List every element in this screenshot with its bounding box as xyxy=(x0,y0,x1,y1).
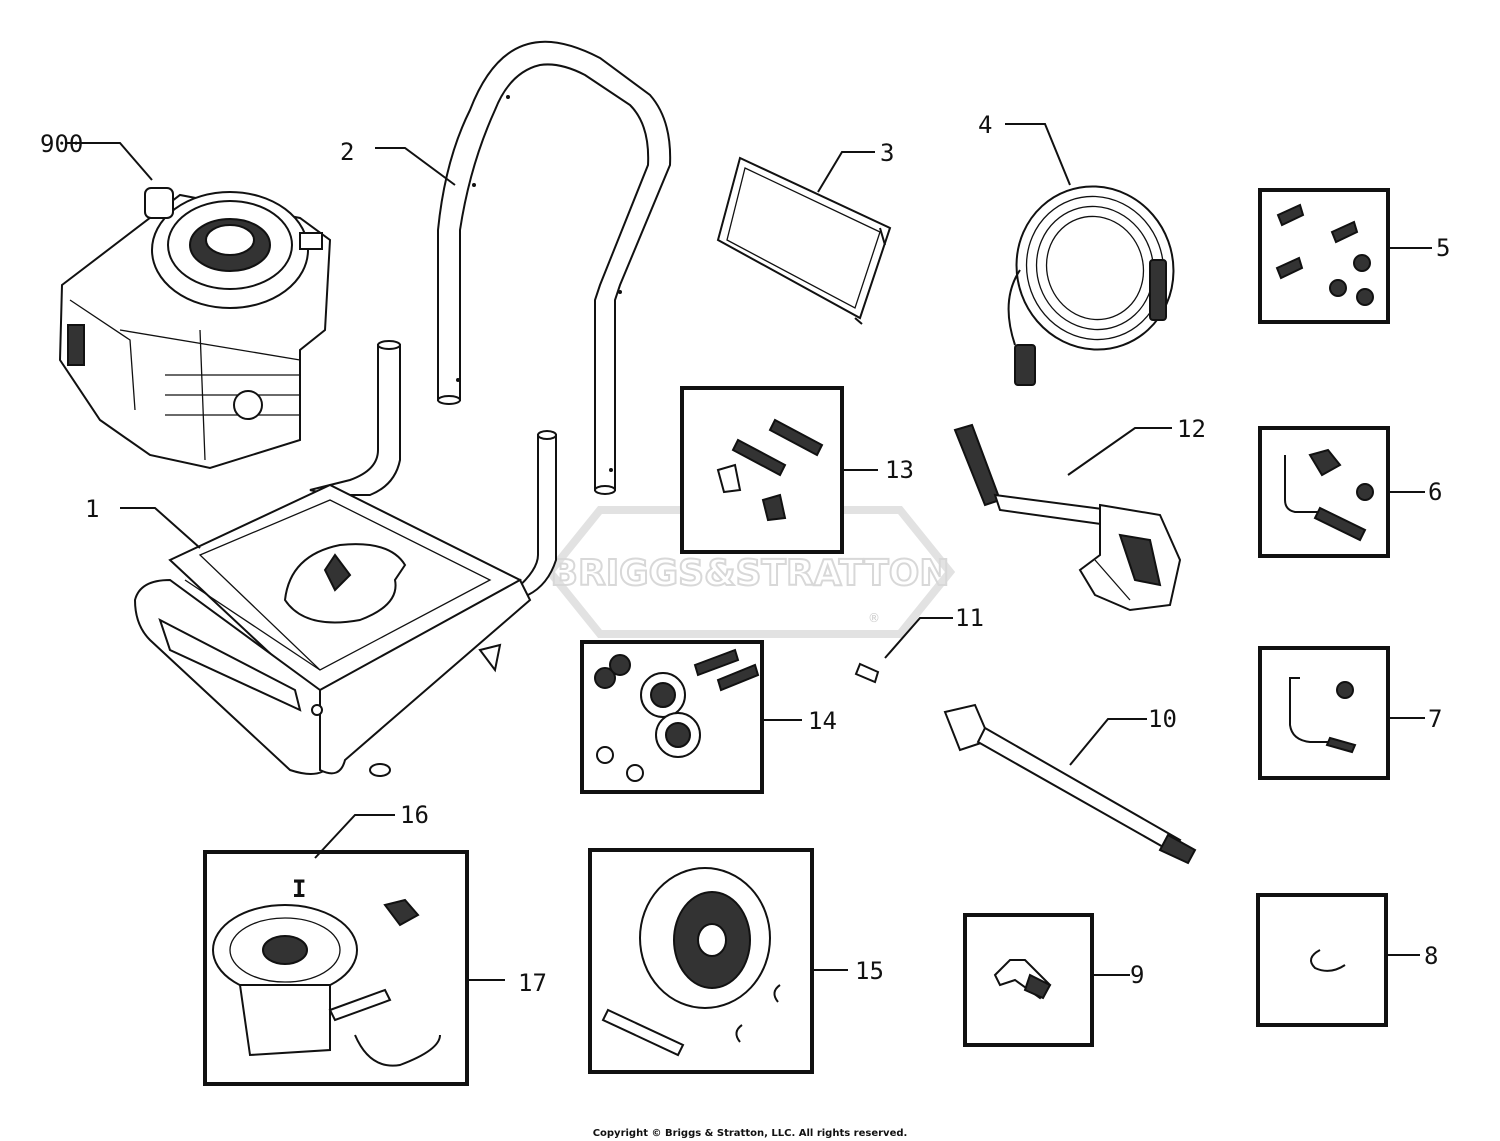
label-7: 7 xyxy=(1428,705,1442,733)
label-8: 8 xyxy=(1424,942,1438,970)
label-2: 2 xyxy=(340,138,354,166)
part-11-nozzle[interactable] xyxy=(854,662,880,684)
copyright-notice: Copyright © Briggs & Stratton, LLC. All … xyxy=(593,1128,908,1139)
label-17: 17 xyxy=(518,969,547,997)
leader-lines xyxy=(65,123,1432,981)
part-3-panel[interactable] xyxy=(716,156,892,325)
label-14: 14 xyxy=(808,707,837,735)
label-1: 1 xyxy=(85,495,99,523)
part-4-hose[interactable] xyxy=(994,164,1197,386)
part-15-wheel-kit[interactable] xyxy=(588,848,814,1074)
label-13: 13 xyxy=(885,456,914,484)
label-11: 11 xyxy=(955,604,984,632)
part-17-pump-kit[interactable] xyxy=(203,850,469,1086)
label-9: 9 xyxy=(1130,961,1144,989)
part-900-engine[interactable] xyxy=(58,187,332,470)
part-14-hardware-kit[interactable] xyxy=(580,640,764,794)
watermark-registered: ® xyxy=(868,611,880,625)
label-6: 6 xyxy=(1428,478,1442,506)
part-7-hardware-kit[interactable] xyxy=(1258,646,1390,780)
label-3: 3 xyxy=(880,139,894,167)
part-1-frame[interactable] xyxy=(133,340,557,777)
label-5: 5 xyxy=(1436,234,1450,262)
watermark-text: BRIGGS&STRATTON xyxy=(551,553,950,594)
label-12: 12 xyxy=(1177,415,1206,443)
part-6-hardware-kit[interactable] xyxy=(1258,426,1390,558)
label-16: 16 xyxy=(400,801,429,829)
label-10: 10 xyxy=(1148,705,1177,733)
part-2-handle[interactable] xyxy=(437,40,672,495)
part-8-clip[interactable] xyxy=(1256,893,1388,1027)
part-13-hardware-kit[interactable] xyxy=(680,386,844,554)
part-10-lance[interactable] xyxy=(943,703,1197,865)
part-9-fitting[interactable] xyxy=(963,913,1094,1047)
label-16-sub: I xyxy=(292,875,306,903)
label-900: 900 xyxy=(40,130,83,158)
part-12-spray-gun[interactable] xyxy=(953,423,1182,612)
label-15: 15 xyxy=(855,957,884,985)
label-4: 4 xyxy=(978,111,992,139)
part-5-hardware-kit[interactable] xyxy=(1258,188,1390,324)
callout-labels: 900 2 1 3 4 5 6 7 8 9 10 11 12 13 14 15 … xyxy=(40,111,1450,997)
